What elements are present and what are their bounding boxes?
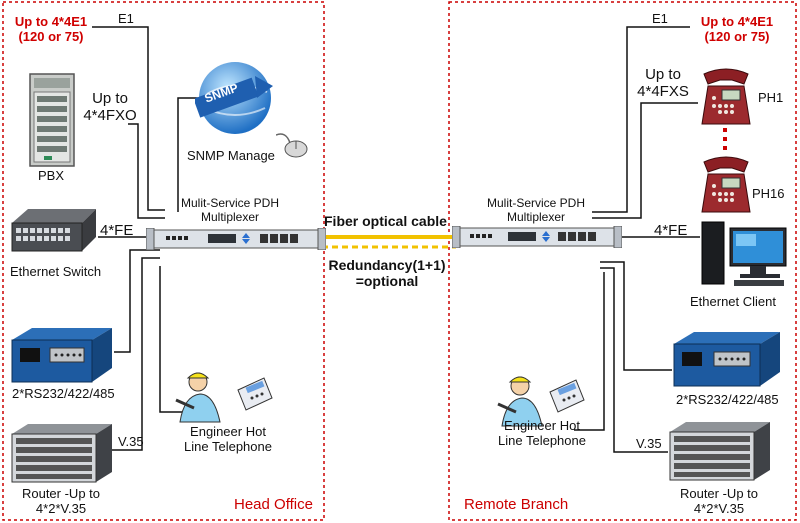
redundancy-label-line2: =optional [355,273,419,289]
fxo-label-line1: Up to [92,90,128,107]
redundancy-label-line1: Redundancy(1+1) [328,257,446,273]
e1-wire-right [592,26,690,213]
multiplexer-icon [452,226,622,248]
pbx-cabinet-icon [29,73,75,167]
multiplexer-label-line1: Mulit-Service PDH [180,196,279,210]
fe-label: 4*FE [100,222,134,239]
router-label: Router -Up to 4*2*V.35 [6,486,116,516]
fxo-wire [128,123,165,219]
ph16-label: PH16 [752,186,785,201]
serial-label: 2*RS232/422/485 [12,386,115,401]
mouse-icon [276,133,308,158]
router-chassis-icon [669,422,770,481]
multiplexer-label: Mulit-Service PDH Multiplexer [160,196,300,224]
fiber-label: Fiber optical cable [324,213,447,229]
serial-converter-icon [11,328,112,383]
remote-branch-border [448,1,797,521]
desktop-computer-icon [701,221,787,286]
remote-e1-label: E1 [652,11,668,26]
e1-capacity-line1: Up to 4*4E1 [14,14,88,29]
desk-phone-icon [237,377,273,411]
remote-multiplexer-label: Mulit-Service PDH Multiplexer [466,196,606,224]
remote-engineer-hotline-label: Engineer Hot Line Telephone [490,418,594,448]
multiplexer-label-line2: Multiplexer [200,210,260,224]
ethernet-client-label: Ethernet Client [690,294,776,309]
router-chassis-icon [11,424,112,483]
v35-wire-right [600,267,668,453]
v35-label: V.35 [118,434,144,449]
e1-capacity-line2: (120 or 75) [18,29,84,44]
remote-e1-capacity-line2: (120 or 75) [704,29,770,44]
remote-v35-label: V.35 [636,436,662,451]
remote-multiplexer-line2: Multiplexer [506,210,566,224]
remote-multiplexer-line1: Mulit-Service PDH [486,196,585,210]
serial-wire-left [114,249,160,353]
serial-wire-right [600,261,672,371]
fxs-label: Up to 4*4FXS [632,66,694,100]
remote-fe-label: 4*FE [654,222,688,239]
router-label-line1: Router -Up to [21,486,101,501]
head-office-title: Head Office [234,496,313,513]
remote-branch-title: Remote Branch [464,496,569,513]
remote-router-label: Router -Up to 4*2*V.35 [664,486,774,516]
ethernet-switch-icon [11,209,96,252]
remote-engineer-line1: Engineer Hot [504,418,580,433]
router-label-line2: 4*2*V.35 [35,501,87,516]
engineer-phone-icon [175,372,221,423]
snmp-wire [177,97,200,212]
desk-phone-icon [549,379,585,413]
engineer-hotline-line1: Engineer Hot [190,424,266,439]
v35-wire-left [112,257,160,451]
e1-wire-left [92,26,165,211]
desk-phone-icon [701,68,751,125]
snmp-manage-label: SNMP Manage [187,148,275,163]
hotline-wire-left [159,266,186,413]
head-office-border [2,1,325,521]
multiplexer-icon [146,228,326,250]
engineer-phone-icon [497,376,543,427]
ph1-label: PH1 [758,90,784,105]
desk-phone-icon [701,156,751,213]
serial-converter-icon [673,332,780,387]
pbx-label: PBX [38,168,65,183]
fxs-label-line1: Up to [645,66,681,83]
hotline-wire-right [574,272,605,431]
remote-e1-capacity-line1: Up to 4*4E1 [700,14,774,29]
redundancy-label: Redundancy(1+1) =optional [322,257,452,289]
fxo-label: Up to 4*4FXO [80,90,140,124]
engineer-hotline-label: Engineer Hot Line Telephone [176,424,280,454]
snmp-globe-icon [195,62,273,134]
fxs-label-line2: 4*4FXS [637,83,689,100]
fxs-wire [592,102,698,219]
ethernet-switch-label: Ethernet Switch [10,264,102,279]
engineer-hotline-line2: Line Telephone [184,439,272,454]
fxo-label-line2: 4*4FXO [83,107,137,124]
e1-capacity-label: Up to 4*4E1 (120 or 75) [8,14,94,44]
e1-label: E1 [118,11,134,26]
remote-serial-label: 2*RS232/422/485 [676,392,779,407]
remote-router-line1: Router -Up to [679,486,759,501]
remote-e1-capacity-label: Up to 4*4E1 (120 or 75) [694,14,780,44]
remote-router-line2: 4*2*V.35 [693,501,745,516]
remote-engineer-line2: Line Telephone [498,433,586,448]
